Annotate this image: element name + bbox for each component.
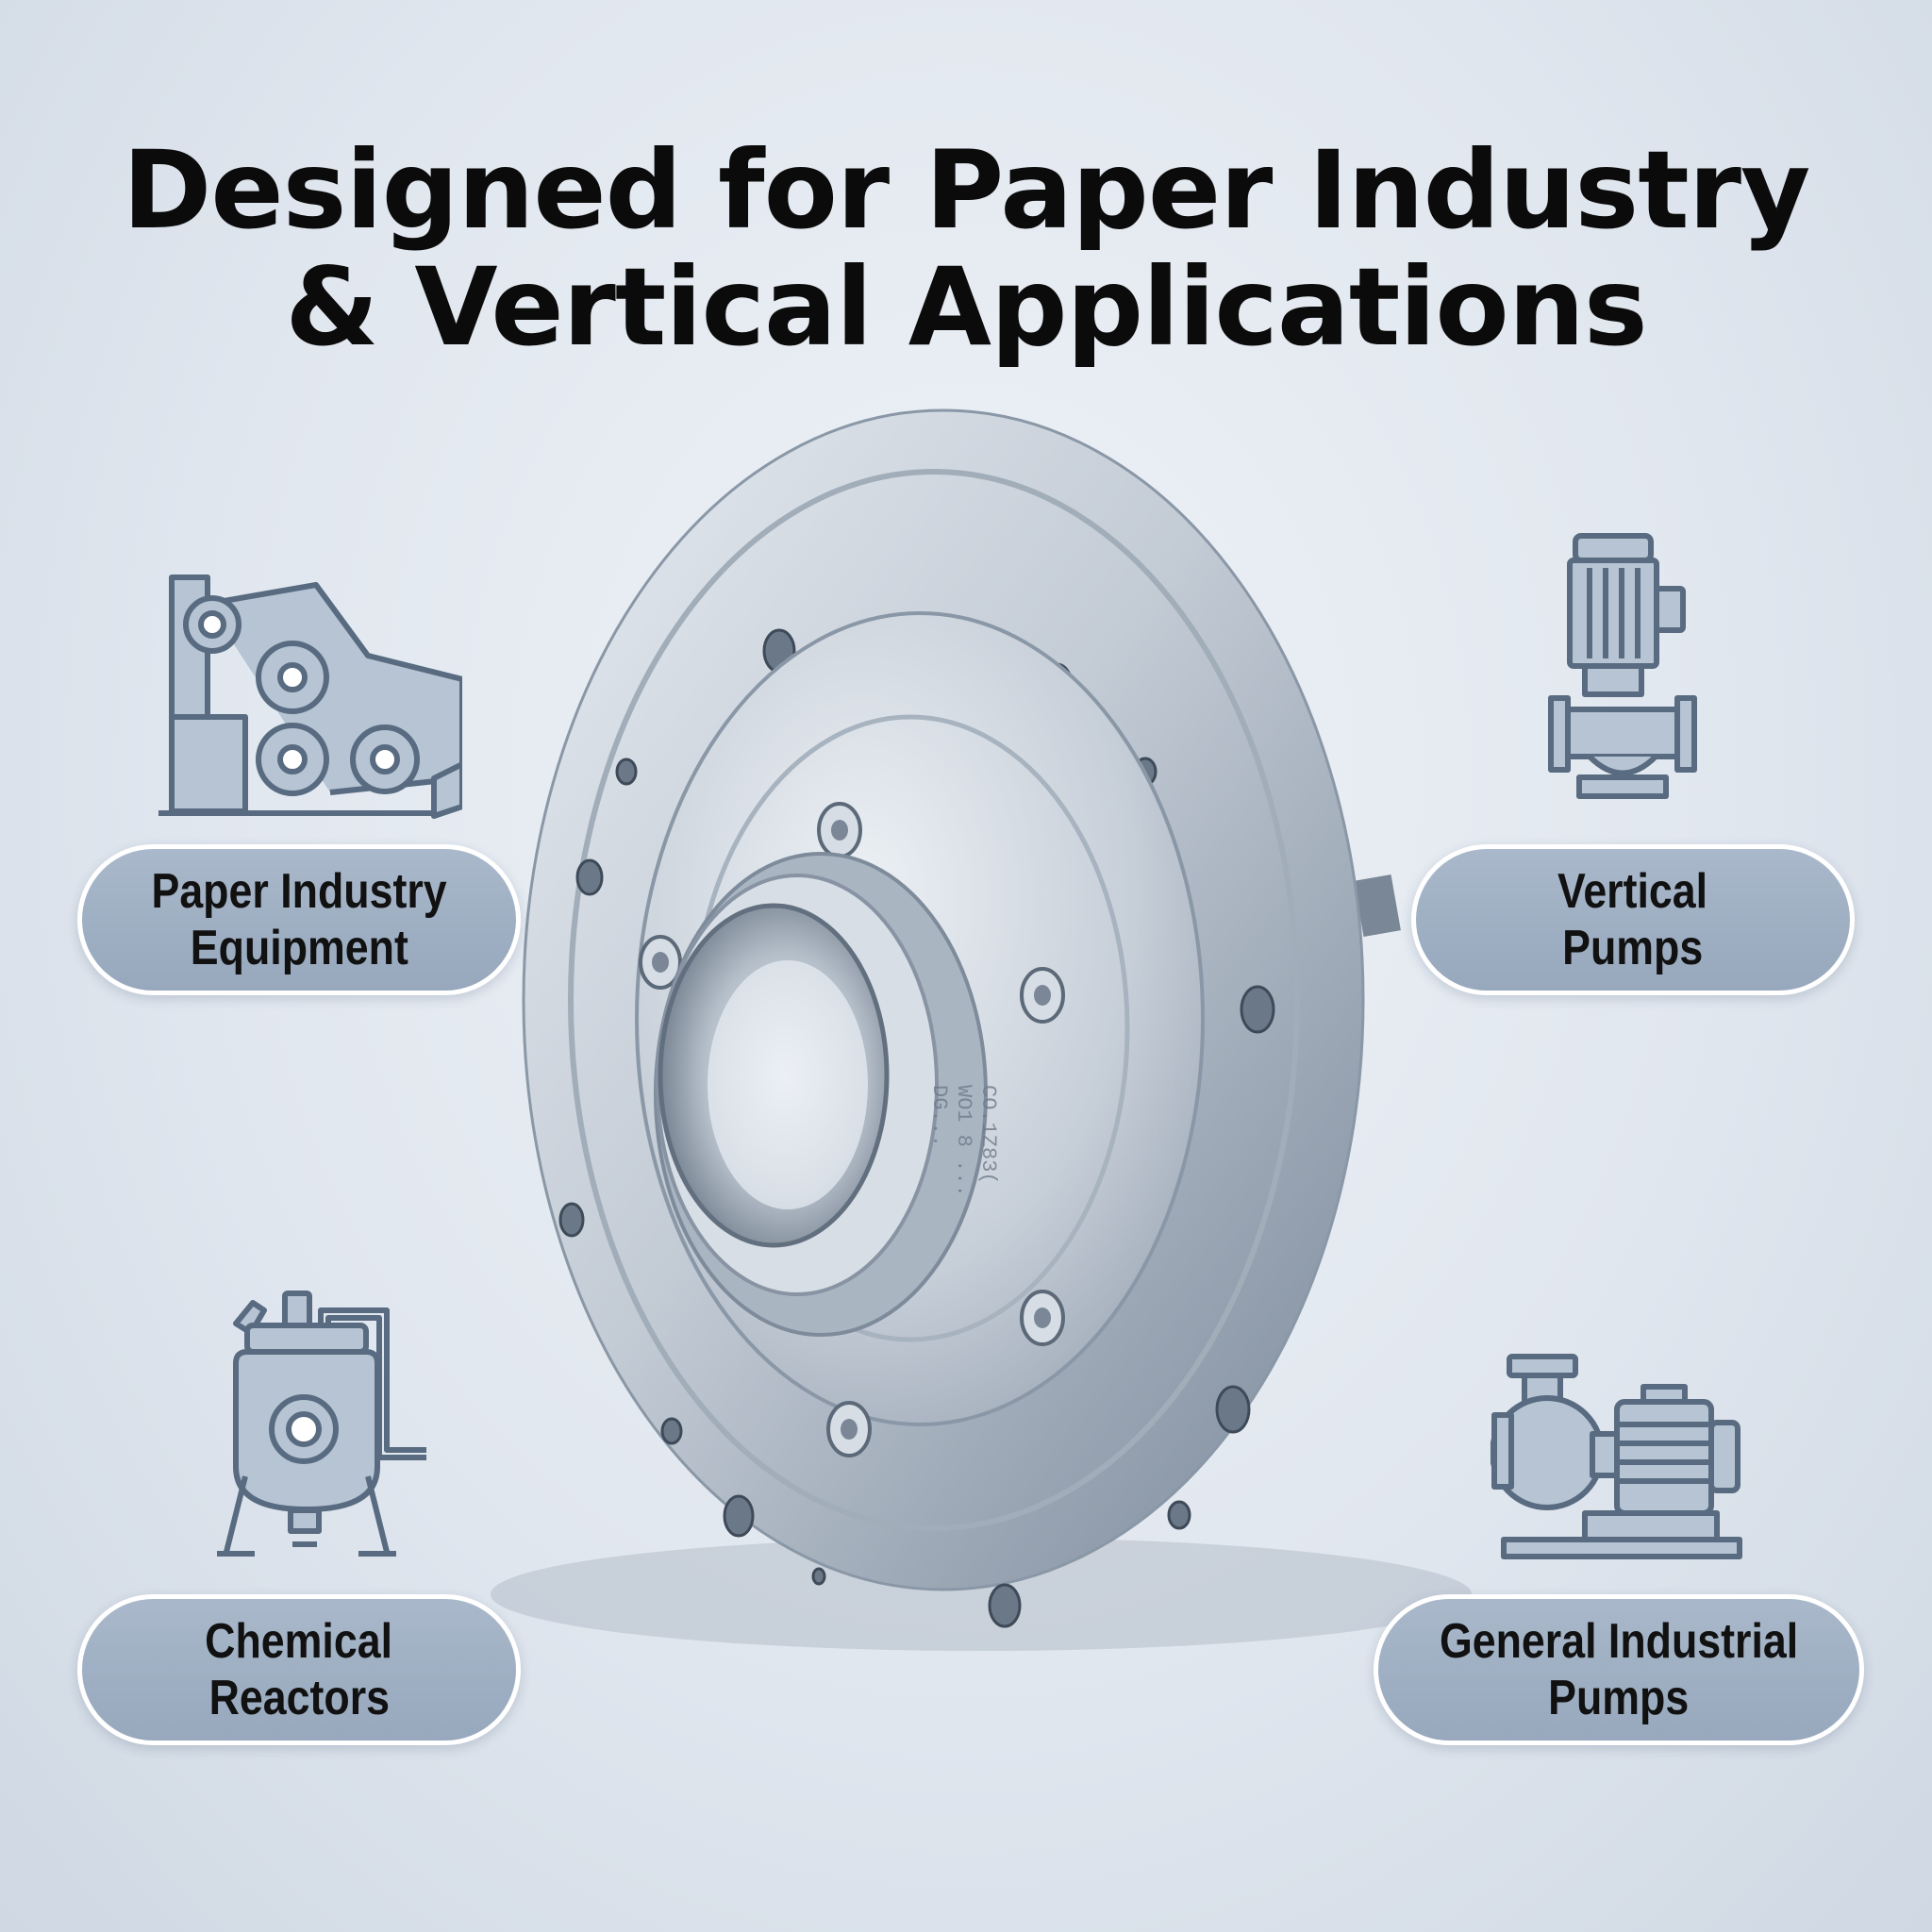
engraving-line-1: CO.1Z83(	[976, 1085, 1000, 1185]
chemical-reactors-label: Chemical Reactors	[77, 1594, 521, 1745]
paper-industry-label-line-2: Equipment	[190, 921, 408, 975]
chemical-reactor-icon	[217, 1291, 426, 1557]
paper-machine-icon	[158, 575, 462, 819]
general-industrial-pumps-label: General Industrial Pumps	[1374, 1594, 1864, 1745]
page-title: Designed for Paper Industry & Vertical A…	[0, 132, 1932, 366]
engraving-marking: CO.1Z83( WO1 8 ... DG...	[926, 1085, 1000, 1197]
engraving-line-3: DG...	[927, 1085, 951, 1148]
paper-industry-label-line-1: Paper Industry	[151, 864, 447, 919]
vertical-pumps-label: Vertical Pumps	[1411, 844, 1855, 995]
title-line-2: & Vertical Applications	[285, 244, 1647, 370]
industrial-pump-icon	[1491, 1354, 1742, 1559]
vertical-pump-icon	[1548, 533, 1697, 799]
vertical-pumps-label-line-2: Pumps	[1562, 921, 1704, 975]
paper-industry-equipment-label: Paper Industry Equipment	[77, 844, 521, 995]
engraving-line-2: WO1 8 ...	[952, 1085, 975, 1197]
general-industrial-pumps-label-line-1: General Industrial	[1439, 1614, 1799, 1669]
vertical-pumps-label-line-1: Vertical	[1557, 864, 1708, 919]
chemical-reactors-label-line-2: Reactors	[208, 1671, 390, 1725]
title-line-1: Designed for Paper Industry	[122, 127, 1811, 253]
chemical-reactors-label-line-1: Chemical	[205, 1614, 393, 1669]
general-industrial-pumps-label-line-2: Pumps	[1548, 1671, 1690, 1725]
